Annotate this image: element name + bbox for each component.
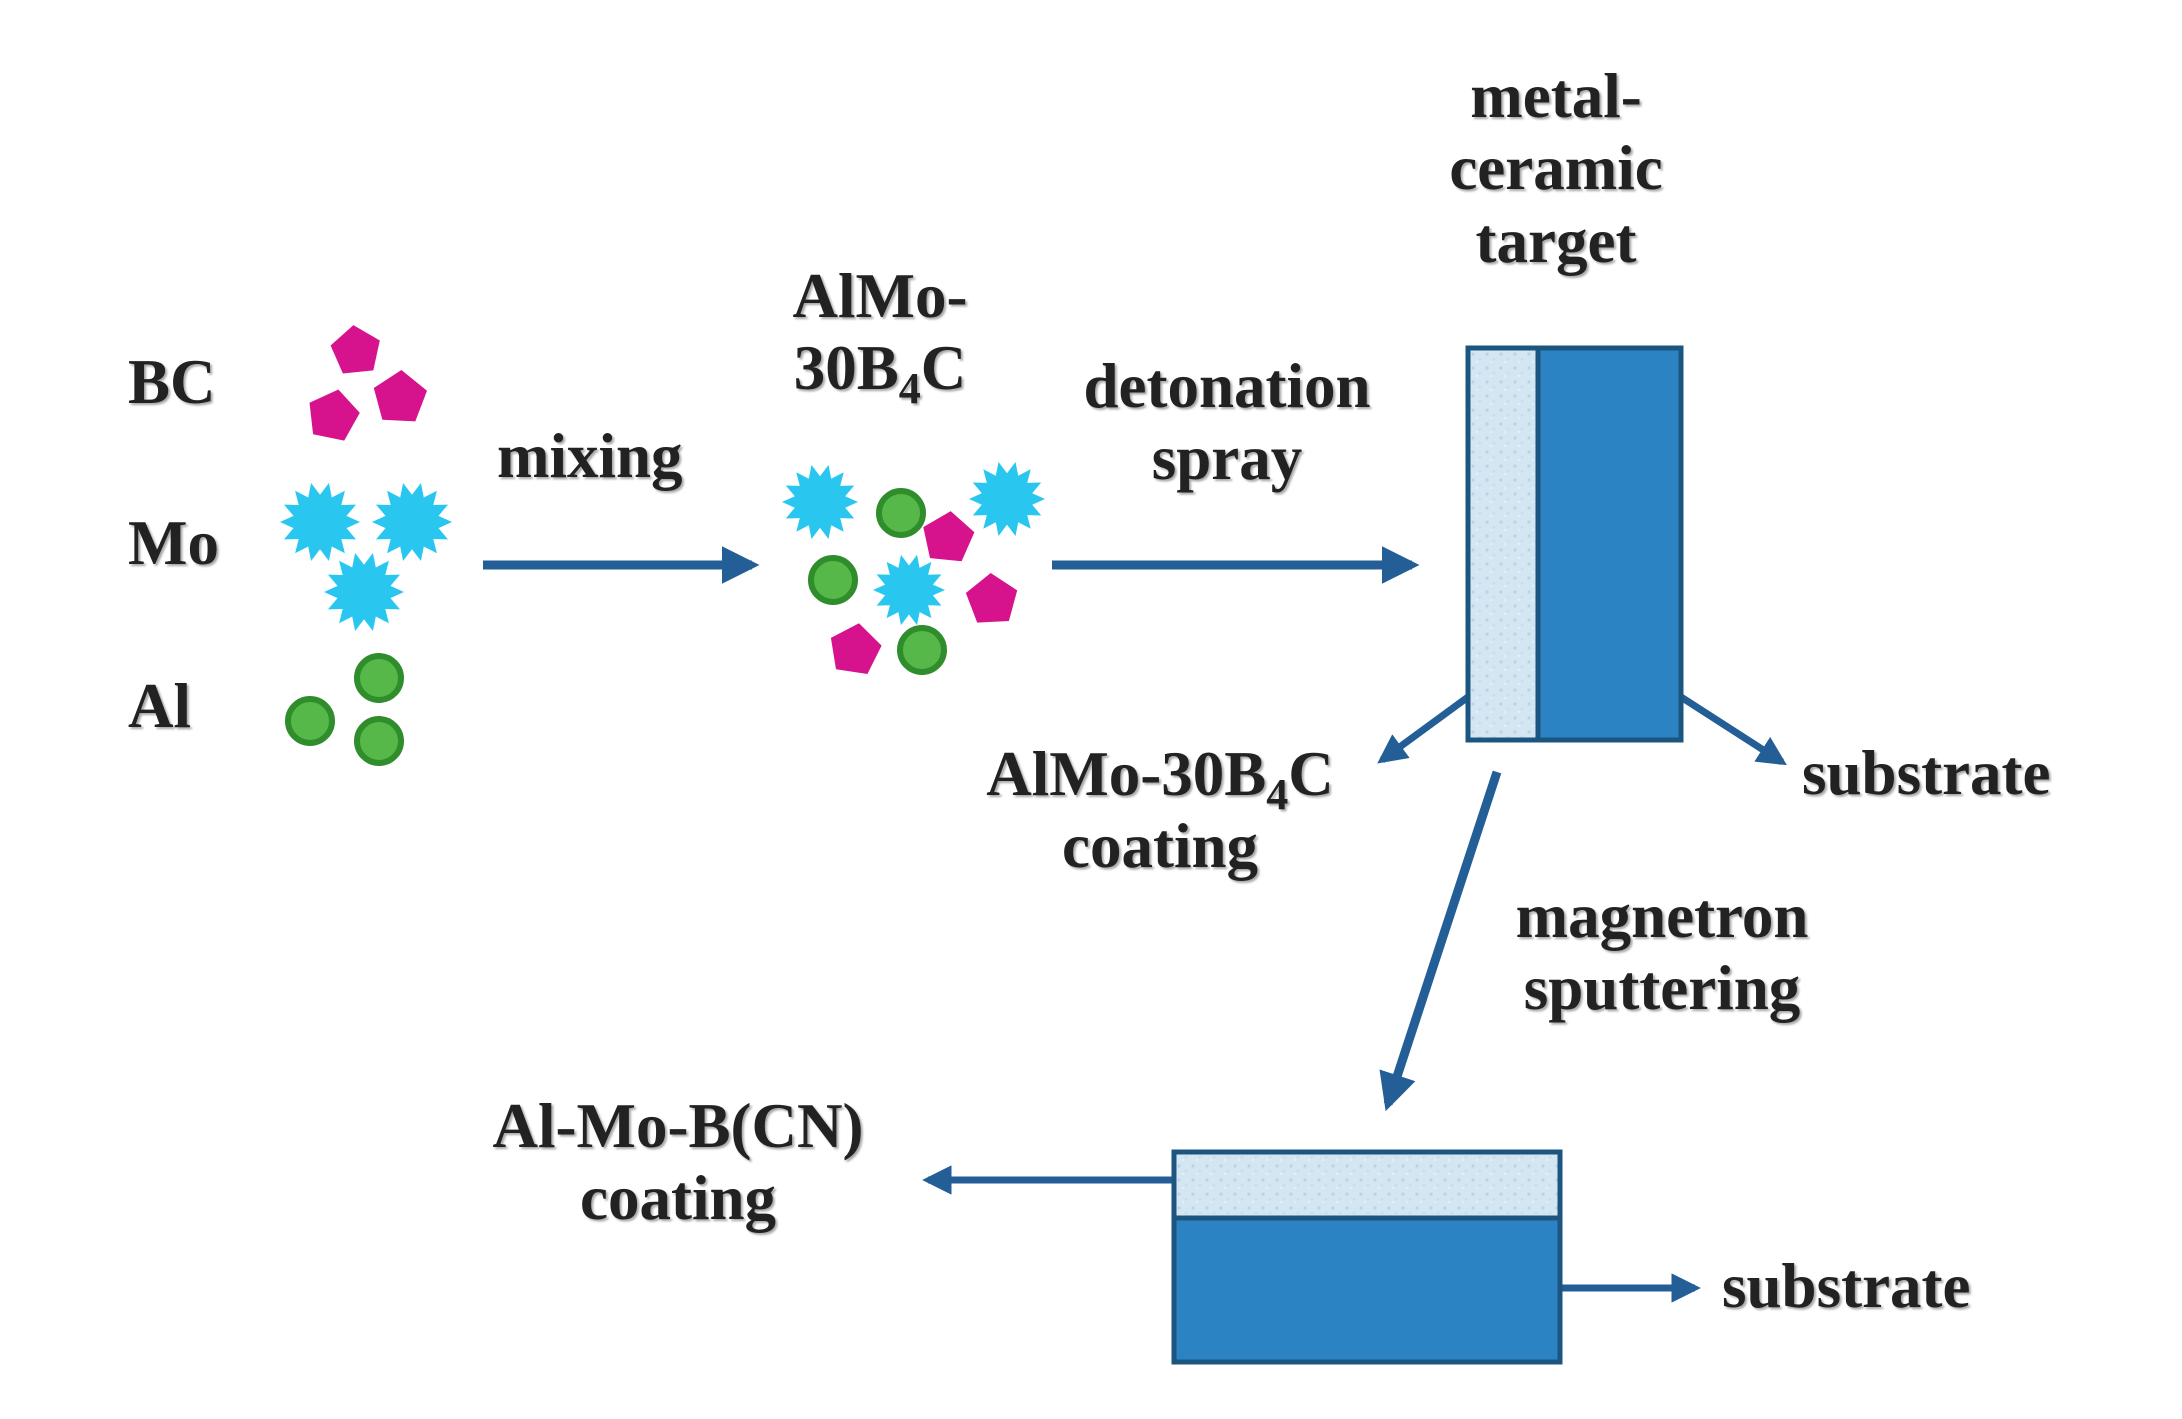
mo-label: Mo bbox=[128, 508, 219, 578]
molybdenum-particle bbox=[782, 465, 858, 539]
aluminum-particles bbox=[285, 653, 404, 766]
powder-label: AlMo- 30B4C bbox=[792, 260, 968, 414]
coating-2-label: Al-Mo-B(CN) coating bbox=[493, 1090, 864, 1235]
coating-2-label-line-2: coating bbox=[580, 1163, 776, 1234]
target-coating-layer bbox=[1465, 345, 1541, 743]
boron-carbide-particle bbox=[309, 389, 360, 441]
bc-label: BC bbox=[128, 347, 216, 417]
aluminum-particle bbox=[354, 716, 404, 766]
detonation-label-line-2: spray bbox=[1151, 423, 1303, 494]
sample-coating-layer bbox=[1171, 1149, 1563, 1221]
mixed-powder-particles bbox=[782, 462, 1045, 675]
powder-label-line-1: AlMo- bbox=[792, 261, 968, 331]
magnetron-label-line-1: magnetron bbox=[1515, 881, 1809, 951]
target-label: metal- ceramic target bbox=[1449, 60, 1662, 277]
coating-1-label-line-2: coating bbox=[1062, 811, 1258, 882]
detonation-label-line-1: detonation bbox=[1083, 351, 1371, 421]
aluminum-particle bbox=[876, 488, 926, 538]
molybdenum-particle bbox=[969, 462, 1045, 536]
boron-carbide-particle bbox=[965, 573, 1018, 623]
aluminum-particle bbox=[285, 696, 335, 746]
target-label-line-2: ceramic bbox=[1449, 133, 1663, 204]
aluminum-particle bbox=[808, 555, 858, 605]
mixing-label: mixing bbox=[497, 421, 683, 491]
target-block bbox=[1465, 345, 1684, 743]
substrate-1-label: substrate bbox=[1802, 738, 2051, 808]
molybdenum-particle bbox=[873, 554, 945, 626]
substrate-2-label: substrate bbox=[1722, 1251, 1971, 1321]
aluminum-particle bbox=[354, 653, 404, 703]
al-label: Al bbox=[128, 671, 191, 741]
target-label-line-3: target bbox=[1475, 205, 1637, 276]
aluminum-particle bbox=[897, 625, 947, 675]
boron-carbide-particles bbox=[309, 325, 427, 441]
boron-carbide-particle bbox=[830, 623, 882, 674]
powder-label-line-2: 30B4C bbox=[793, 333, 967, 414]
molybdenum-particle bbox=[324, 553, 404, 631]
sample-substrate-layer bbox=[1171, 1215, 1563, 1365]
target-label-line-1: metal- bbox=[1470, 61, 1642, 131]
coating-2-label-line-1: Al-Mo-B(CN) bbox=[492, 1091, 864, 1161]
coated-sample-block bbox=[1171, 1149, 1563, 1365]
magnetron-label-line-2: sputtering bbox=[1523, 953, 1801, 1024]
boron-carbide-particle bbox=[923, 511, 975, 562]
molybdenum-particle bbox=[280, 483, 360, 561]
magnetron-sputtering-arrow bbox=[1379, 770, 1502, 1112]
molybdenum-particles bbox=[280, 483, 452, 631]
molybdenum-particle bbox=[372, 483, 452, 561]
boron-carbide-particle bbox=[330, 325, 380, 374]
coating-pointer-arrow-1 bbox=[1377, 694, 1471, 764]
magnetron-sputtering-label: magnetron sputtering bbox=[1516, 880, 1809, 1025]
detonation-spray-label: detonation spray bbox=[1083, 350, 1370, 495]
target-substrate-layer bbox=[1535, 345, 1684, 743]
substrate-pointer-arrow-1 bbox=[1679, 694, 1787, 766]
coating-1-label-line-1: AlMo-30B4C bbox=[986, 739, 1334, 819]
boron-carbide-particle bbox=[373, 370, 427, 422]
coating-1-label: AlMo-30B4C coating bbox=[986, 738, 1333, 883]
